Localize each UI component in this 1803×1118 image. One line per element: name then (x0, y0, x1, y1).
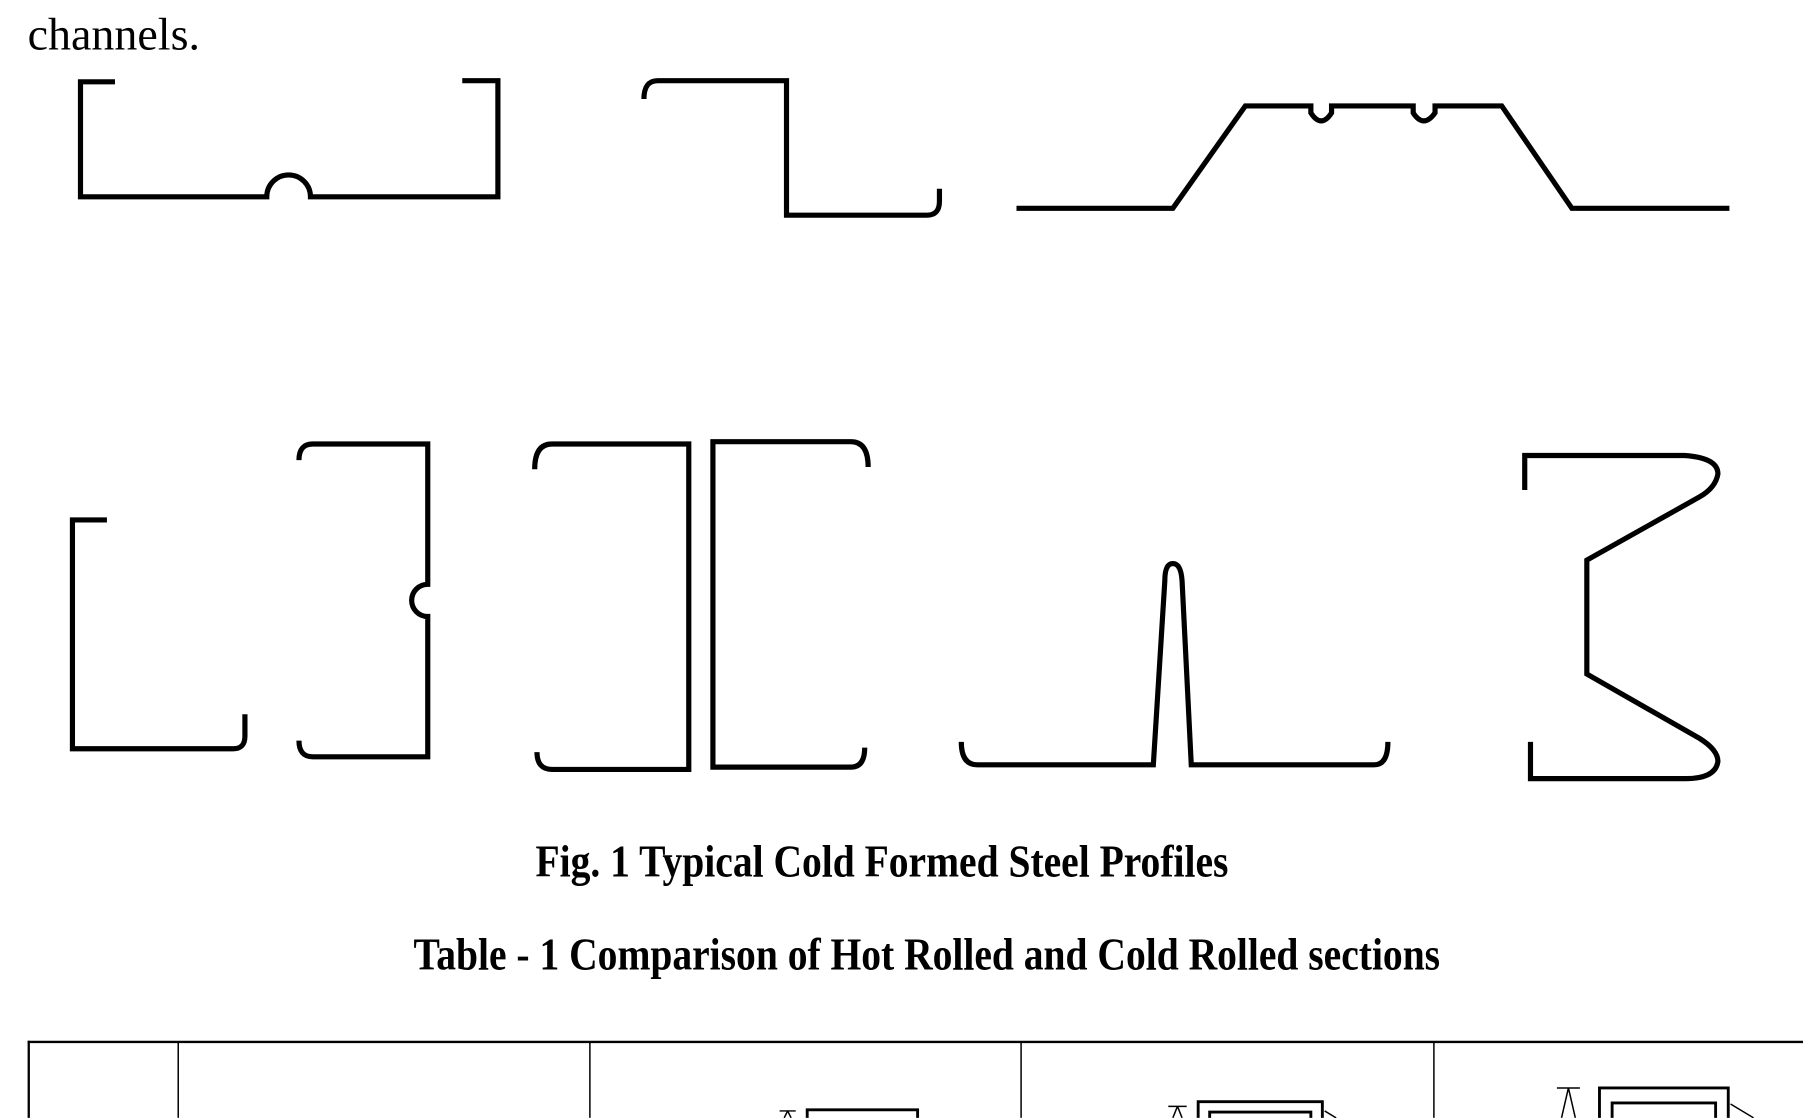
paragraph-text: channels. (28, 9, 200, 60)
profile-hat-deck (1016, 103, 1730, 211)
figure-caption: Fig. 1 Typical Cold Formed Steel Profile… (536, 837, 1229, 887)
profile-channel-web-stiffener (296, 441, 431, 760)
profile-z-section (641, 78, 943, 218)
section-sketch (779, 1108, 920, 1118)
profile-stiffened-panel (958, 561, 1391, 768)
profile-back-to-back-left (532, 441, 692, 773)
profile-sigma-section (1522, 452, 1721, 782)
profile-lipped-channel-stiffened (77, 78, 501, 200)
profile-lipped-angle (69, 517, 248, 752)
comparison-table (27, 1040, 1803, 1118)
table-caption: Table - 1 Comparison of Hot Rolled and C… (414, 930, 1441, 980)
section-sketch (1556, 1086, 1754, 1118)
section-sketch (1168, 1100, 1337, 1118)
profile-back-to-back-right (710, 439, 871, 770)
figure-profiles (69, 78, 1730, 782)
